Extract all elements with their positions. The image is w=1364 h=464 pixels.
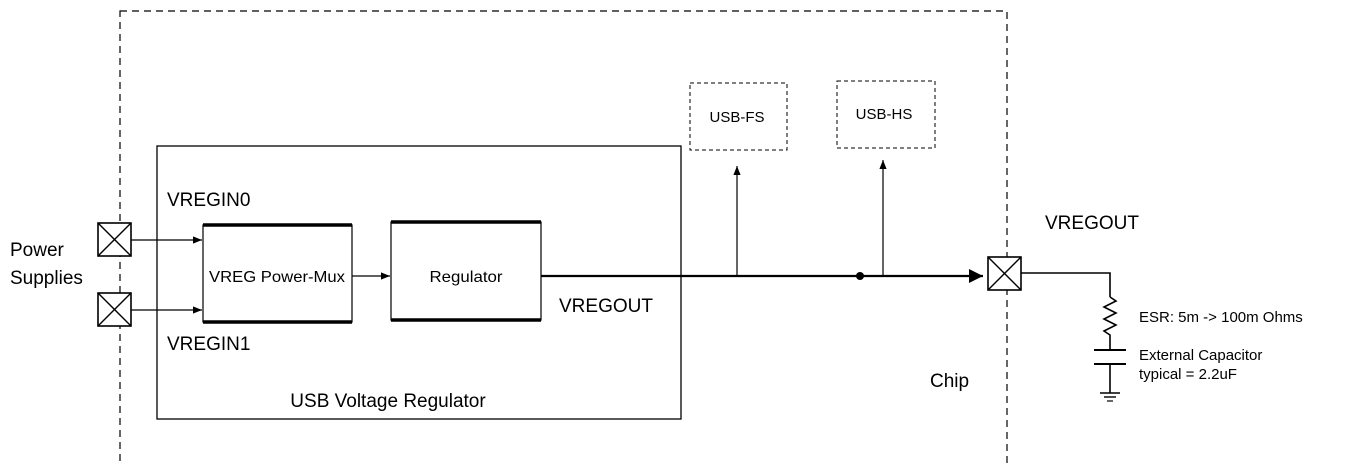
ground-icon [1100,392,1120,402]
chip-label: Chip [930,371,969,392]
vregin1-pad-icon [97,292,132,327]
usb-hs-box [836,80,936,149]
capacitor-label-line1: External Capacitor [1139,347,1262,364]
vregin0-label: VREGIN0 [167,190,250,211]
vregout-inner-label: VREGOUT [559,296,653,317]
power-supplies-label-line1: Power [10,240,65,261]
power-mux-block [202,223,353,324]
power-mux-label: VREG Power-Mux [209,269,345,286]
usb-voltage-regulator-box [156,145,682,420]
regulator-block [390,220,542,322]
capacitor-label-line2: typical = 2.2uF [1139,366,1237,383]
vregout-pin-label: VREGOUT [1045,213,1139,234]
usb-fs-box [689,82,788,151]
capacitor-icon [1094,349,1126,365]
external-wire [1021,272,1111,297]
regulator-label: Regulator [430,269,504,286]
power-supplies-label-line2: Supplies [10,268,83,289]
vregin1-label: VREGIN1 [167,334,250,355]
esr-resistor-icon [1102,296,1118,349]
usb-voltage-regulator-label: USB Voltage Regulator [290,391,486,412]
usb-fs-label: USB-FS [709,109,764,126]
vregout-pad-icon [987,256,1022,291]
usb-hs-label: USB-HS [856,106,913,123]
esr-label: ESR: 5m -> 100m Ohms [1139,309,1303,326]
junction-dot [856,272,864,280]
vregin0-pad-icon [97,222,132,257]
